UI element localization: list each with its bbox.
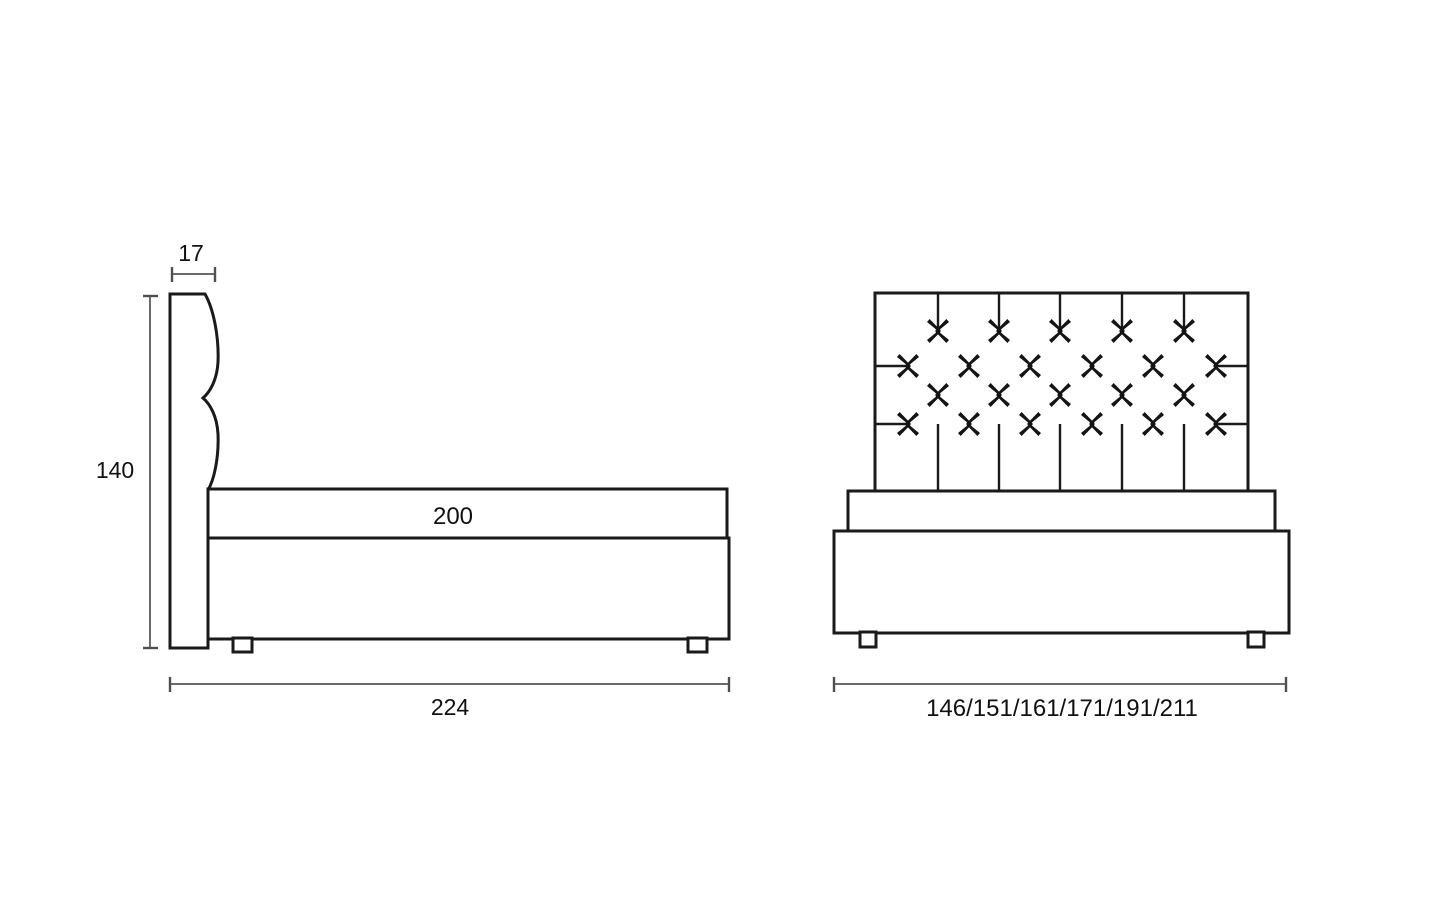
dim-bed-width-options: 146/151/161/171/191/211 [832, 677, 1288, 722]
front-leg-right [1246, 630, 1266, 649]
front-mattress-band [846, 489, 1277, 534]
front-headboard-seams-bottom [936, 424, 1186, 492]
front-headboard-seams-top [936, 294, 1186, 331]
side-base-box [206, 536, 731, 641]
dim-overall-length: 224 [168, 677, 731, 720]
dim-label-width-options: 146/151/161/171/191/211 [926, 695, 1198, 722]
front-view-group: 146/151/161/171/191/211 [832, 291, 1291, 722]
dim-label-224: 224 [431, 694, 470, 720]
dim-label-17: 17 [178, 240, 204, 266]
side-leg-back [686, 636, 709, 654]
side-view-group: 200 17 140 224 [96, 240, 731, 720]
front-leg-left [858, 630, 878, 649]
side-mattress-band [206, 487, 729, 542]
front-headboard-seams-side [876, 364, 1247, 426]
front-base-box [832, 529, 1291, 635]
dim-total-height: 140 [96, 294, 158, 650]
dim-label-140: 140 [96, 457, 134, 483]
side-mattress-length-label: 200 [433, 503, 473, 530]
side-leg-front [231, 636, 254, 654]
dim-headboard-thickness: 17 [170, 240, 217, 282]
side-headboard-profile [168, 292, 220, 650]
